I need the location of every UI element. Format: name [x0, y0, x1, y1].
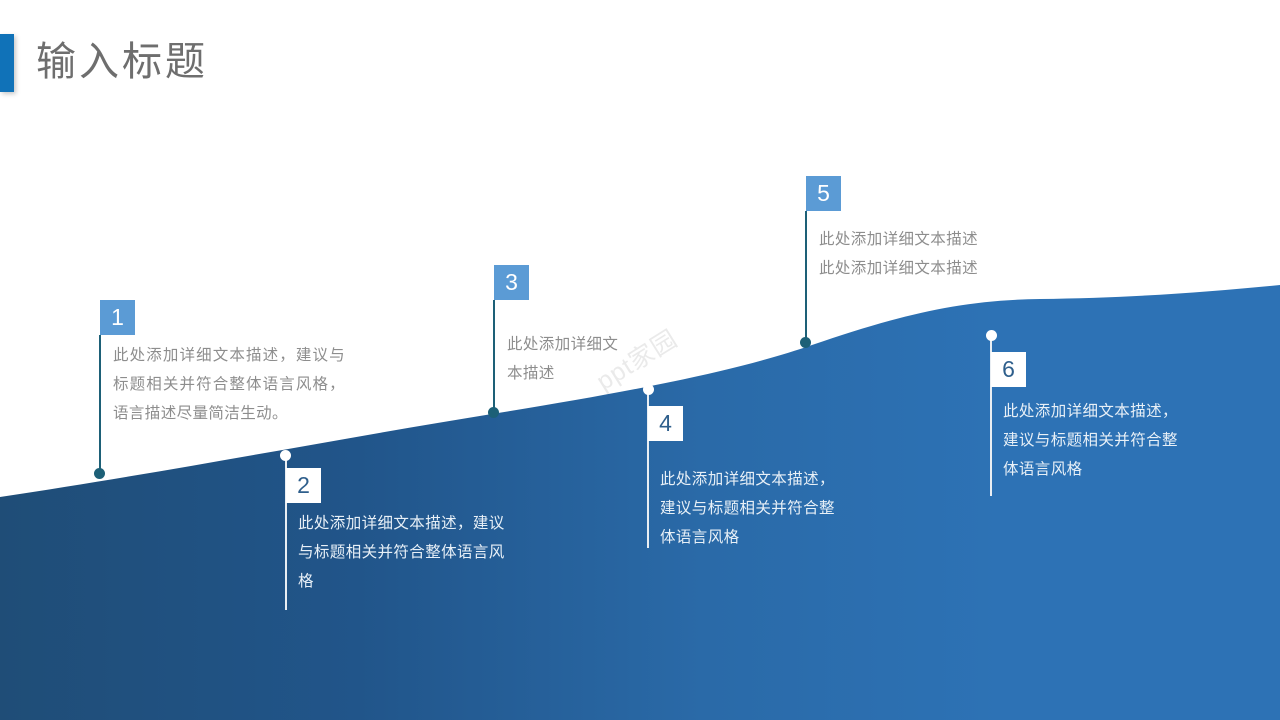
title-accent-bar — [0, 34, 14, 92]
item-description-2: 此处添加详细文本描述，建议与标题相关并符合整体语言风格 — [298, 515, 505, 590]
connector-line-5 — [805, 211, 807, 343]
number-badge-1[interactable]: 1 — [100, 300, 135, 335]
item-description-1: 此处添加详细文本描述，建议与标题相关并符合整体语言风格，语言描述尽量简洁生动。 — [113, 347, 345, 422]
item-description-3: 此处添加详细文本描述 — [507, 336, 619, 382]
connector-line-3 — [493, 300, 495, 410]
connector-line-1 — [99, 335, 101, 472]
number-badge-5[interactable]: 5 — [806, 176, 841, 211]
item-description-6: 此处添加详细文本描述，建议与标题相关并符合整体语言风格 — [1003, 403, 1178, 478]
connector-dot-1 — [94, 468, 105, 479]
number-badge-4[interactable]: 4 — [648, 406, 683, 441]
number-badge-2[interactable]: 2 — [286, 468, 321, 503]
connector-dot-3 — [488, 407, 499, 418]
connector-line-2 — [285, 455, 287, 610]
connector-dot-6 — [986, 330, 997, 341]
connector-line-4 — [647, 394, 649, 548]
connector-line-6 — [990, 340, 992, 496]
connector-dot-5 — [800, 337, 811, 348]
item-description-4: 此处添加详细文本描述，建议与标题相关并符合整体语言风格 — [660, 471, 835, 546]
page-title: 输入标题 — [36, 40, 208, 84]
item-description-5: 此处添加详细文本描述此处添加详细文本描述 — [819, 231, 979, 277]
number-badge-6[interactable]: 6 — [991, 352, 1026, 387]
connector-dot-4 — [643, 384, 654, 395]
number-badge-3[interactable]: 3 — [494, 265, 529, 300]
connector-dot-2 — [280, 450, 291, 461]
